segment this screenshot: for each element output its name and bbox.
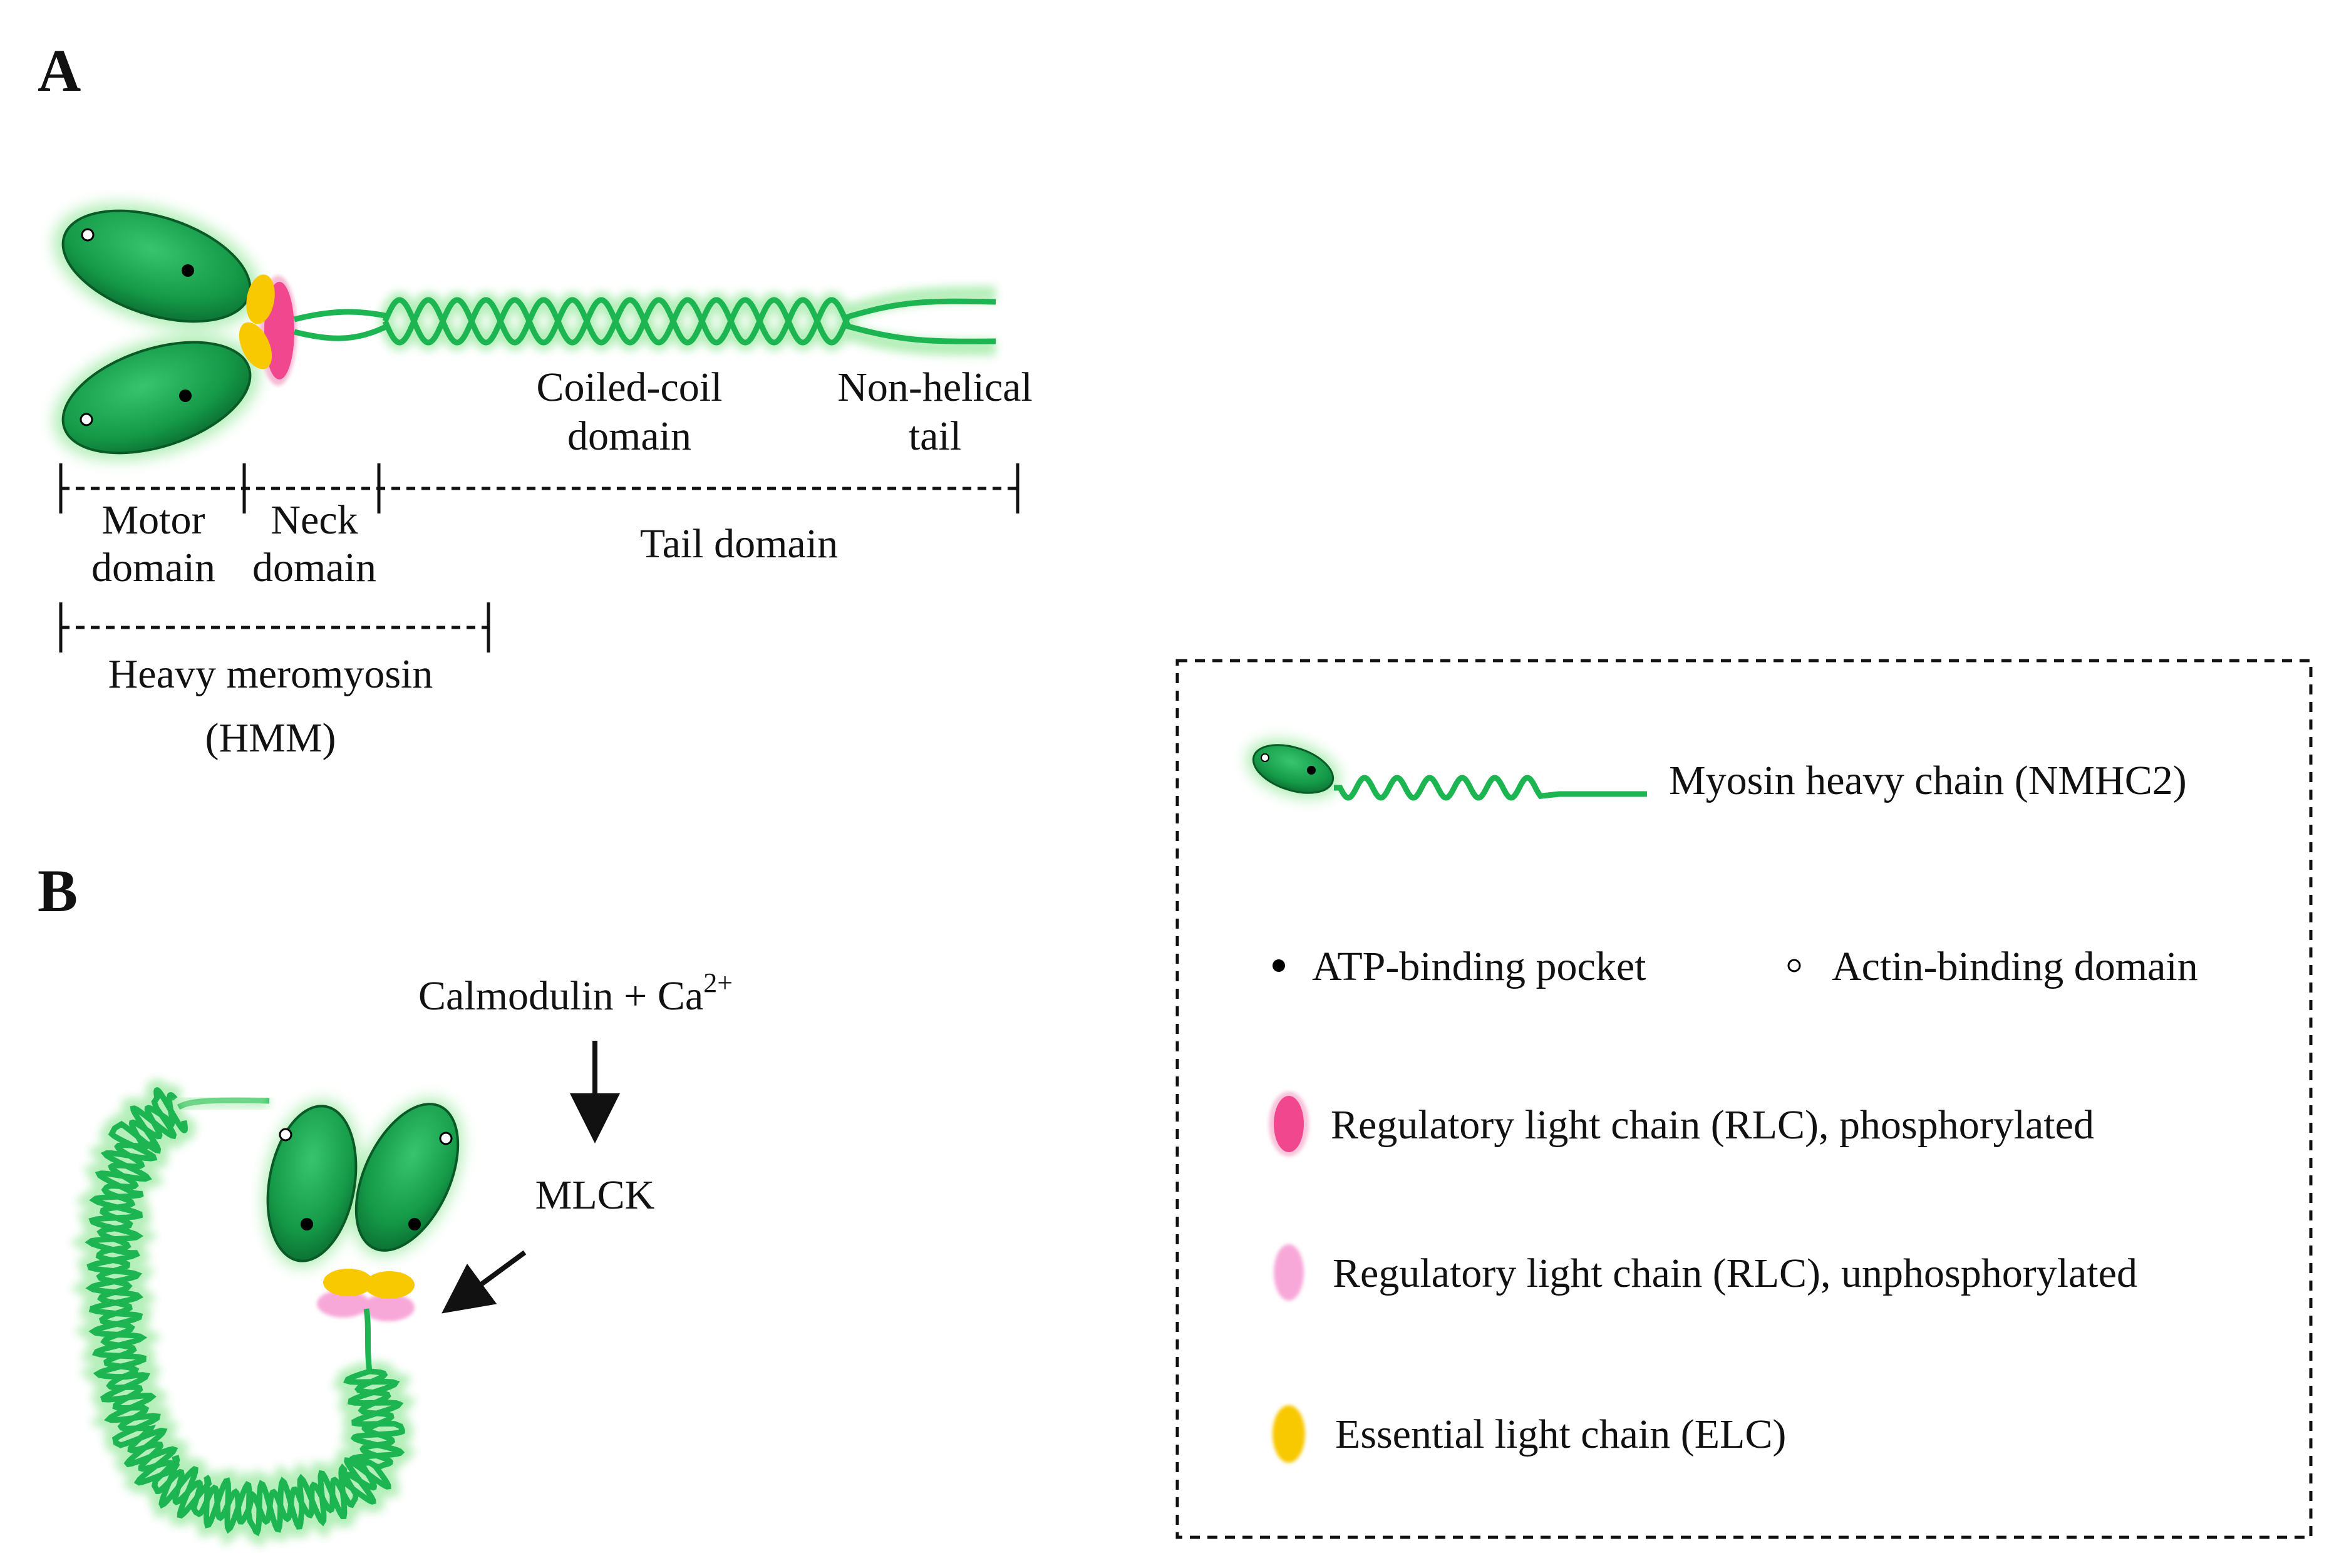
heavy-chain-legend-label: Myosin heavy chain (NMHC2) bbox=[1669, 758, 2187, 803]
svg-text:tail: tail bbox=[909, 413, 961, 459]
mlck-arrow bbox=[441, 1250, 527, 1314]
coiled-coil-strand bbox=[382, 297, 852, 346]
motor-domain-label: Motor domain bbox=[91, 497, 215, 591]
actin-legend-label: Actin-binding domain bbox=[1832, 944, 2198, 989]
folded-neck-strand bbox=[363, 1308, 373, 1372]
mlck-label: MLCK bbox=[535, 1172, 655, 1218]
svg-text:domain: domain bbox=[567, 413, 691, 459]
actin-binding-domain-icon bbox=[439, 1132, 453, 1145]
atp-binding-pocket-icon bbox=[408, 1218, 421, 1230]
svg-text:Heavy meromyosin: Heavy meromyosin bbox=[108, 651, 433, 697]
neck-strand bbox=[293, 309, 390, 341]
legend-box bbox=[1175, 659, 2313, 1539]
svg-text:(HMM): (HMM) bbox=[205, 715, 336, 761]
elc-icon bbox=[246, 274, 275, 324]
rlc-unphosphorylated-icon bbox=[1274, 1244, 1304, 1301]
folded-head-left bbox=[266, 1105, 358, 1262]
svg-text:domain: domain bbox=[91, 545, 215, 591]
tail-domain-label: Tail domain bbox=[640, 521, 838, 567]
extended-myosin bbox=[53, 203, 996, 461]
folded-head-right bbox=[354, 1103, 460, 1252]
elc-legend-label: Essential light chain (ELC) bbox=[1335, 1411, 1786, 1457]
calmodulin-label: Calmodulin + Ca2+ bbox=[418, 967, 733, 1019]
folded-coil-strand bbox=[95, 1092, 396, 1525]
svg-text:Coiled-coil: Coiled-coil bbox=[537, 364, 723, 410]
folded-tail-coil bbox=[85, 1087, 405, 1537]
svg-text:Motor: Motor bbox=[102, 497, 205, 543]
atp-binding-pocket-icon bbox=[179, 389, 192, 402]
atp-binding-pocket-icon bbox=[1273, 959, 1285, 972]
atp-binding-pocket-icon bbox=[182, 264, 194, 277]
neck-domain-label: Neck domain bbox=[252, 497, 376, 591]
neck-light-chains bbox=[239, 274, 297, 386]
actin-binding-domain-icon bbox=[81, 228, 95, 242]
panel-letter-b: B bbox=[38, 857, 78, 924]
svg-text:Non-helical: Non-helical bbox=[837, 364, 1033, 410]
elc-icon bbox=[323, 1269, 373, 1296]
heavy-chain-legend-icon bbox=[1247, 740, 1647, 801]
nonhelical-tail-strands bbox=[844, 298, 996, 344]
elc-icon bbox=[364, 1271, 415, 1299]
domain-brackets bbox=[59, 463, 1020, 652]
nonhelical-tail-label: Non-helical tail bbox=[837, 364, 1033, 459]
actin-binding-domain-icon bbox=[1787, 959, 1801, 972]
coiled-coil-label: Coiled-coil domain bbox=[537, 364, 723, 459]
tail-glow bbox=[843, 286, 996, 356]
rlc-phosphorylated-icon bbox=[1274, 1096, 1304, 1152]
rlc-unphosphorylated-legend-label: Regulatory light chain (RLC), unphosphor… bbox=[1333, 1251, 2137, 1296]
coiled-coil-strands bbox=[382, 297, 852, 346]
panel-letter-a: A bbox=[38, 37, 81, 104]
svg-text:domain: domain bbox=[252, 545, 376, 591]
rlc-unphosphorylated-icon bbox=[362, 1294, 415, 1321]
elc-icon bbox=[239, 322, 272, 369]
actin-binding-domain-icon bbox=[80, 413, 93, 426]
legend: Myosin heavy chain (NMHC2) ATP-binding p… bbox=[1175, 659, 2313, 1539]
actin-binding-domain-icon bbox=[279, 1128, 292, 1142]
rlc-unphosphorylated-icon bbox=[317, 1290, 369, 1318]
svg-text:Neck: Neck bbox=[271, 497, 358, 543]
motor-head-lower bbox=[61, 341, 252, 455]
elc-icon bbox=[1273, 1405, 1305, 1463]
atp-legend-label: ATP-binding pocket bbox=[1312, 944, 1646, 989]
rlc-phosphorylated-legend-label: Regulatory light chain (RLC), phosphoryl… bbox=[1331, 1102, 2094, 1148]
hmm-label: Heavy meromyosin (HMM) bbox=[108, 651, 433, 761]
folded-myosin bbox=[70, 1078, 463, 1548]
atp-binding-pocket-icon bbox=[301, 1218, 313, 1230]
